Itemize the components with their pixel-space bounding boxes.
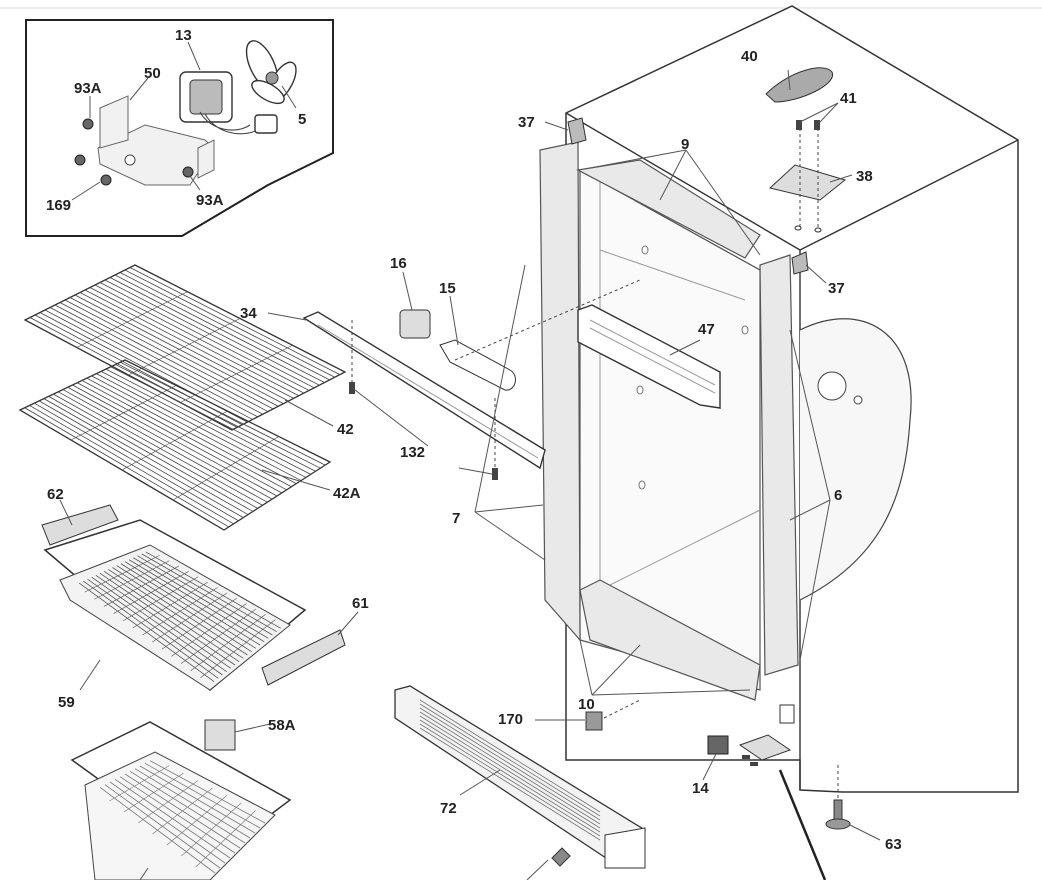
label-132: 132 [400,444,425,461]
label-63: 63 [885,836,902,853]
left-breaker-strip [539,141,581,642]
shelf-rail [577,304,721,409]
label-170: 170 [498,711,523,728]
kickplate-screw [551,847,571,867]
right-breaker-strip [759,254,799,676]
screw-icon [182,166,194,178]
label-93a-top: 93A [74,80,102,97]
label-42: 42 [337,421,354,438]
label-6: 6 [834,487,842,504]
leader-lines [59,69,881,880]
right-slide [261,629,346,686]
label-16: 16 [390,255,407,272]
basket-divider [204,719,236,751]
fan-motor [179,71,278,135]
label-72: 72 [440,800,457,817]
label-15: 15 [439,280,456,297]
label-41: 41 [840,90,857,107]
top-hinge [768,120,847,233]
label-9: 9 [681,136,689,153]
screw-icon [82,118,94,130]
light-bulb [439,339,516,391]
lower-basket [70,719,292,880]
label-93a-bottom: 93A [196,192,224,209]
leveling-leg [825,765,851,830]
label-58a: 58A [268,717,296,734]
label-7: 7 [452,510,460,527]
label-59: 59 [58,694,75,711]
inset-frame [25,19,334,237]
thermostat-cover [302,311,546,470]
label-37-top: 37 [518,114,535,131]
label-169: 169 [46,197,71,214]
label-37-right: 37 [828,280,845,297]
top-hinge-cover [765,67,833,103]
label-62: 62 [47,486,64,503]
label-38: 38 [856,168,873,185]
label-14: 14 [692,780,709,797]
label-42a: 42A [333,485,361,502]
drain-plug [585,711,603,731]
sliding-basket [41,504,346,691]
left-slide [41,504,119,546]
label-61: 61 [352,595,369,612]
coil-port [817,371,847,401]
label-13: 13 [175,27,192,44]
bottom-hinge [707,704,795,766]
cabinet [539,5,1019,880]
label-50: 50 [144,65,161,82]
wire-shelf-upper [23,264,347,431]
screw-icon [74,154,86,166]
bottom-breaker-strip [579,579,761,701]
label-5: 5 [298,111,306,128]
kickplate [394,685,646,869]
corner-piece-right [791,251,809,275]
label-10: 10 [578,696,595,713]
label-47: 47 [698,321,715,338]
fan-blade [245,40,297,105]
top-breaker-strip [576,159,761,259]
label-34: 34 [240,305,257,322]
label-40: 40 [741,48,758,65]
wire-shelf-lower [18,359,332,531]
power-cord [778,769,827,880]
corner-piece-top [567,117,587,145]
screw-icon [100,174,112,186]
thermostat [399,309,431,339]
thermostat-assembly [302,279,641,480]
fan-motor-inset: 13 50 93A 5 169 93A [25,19,334,237]
